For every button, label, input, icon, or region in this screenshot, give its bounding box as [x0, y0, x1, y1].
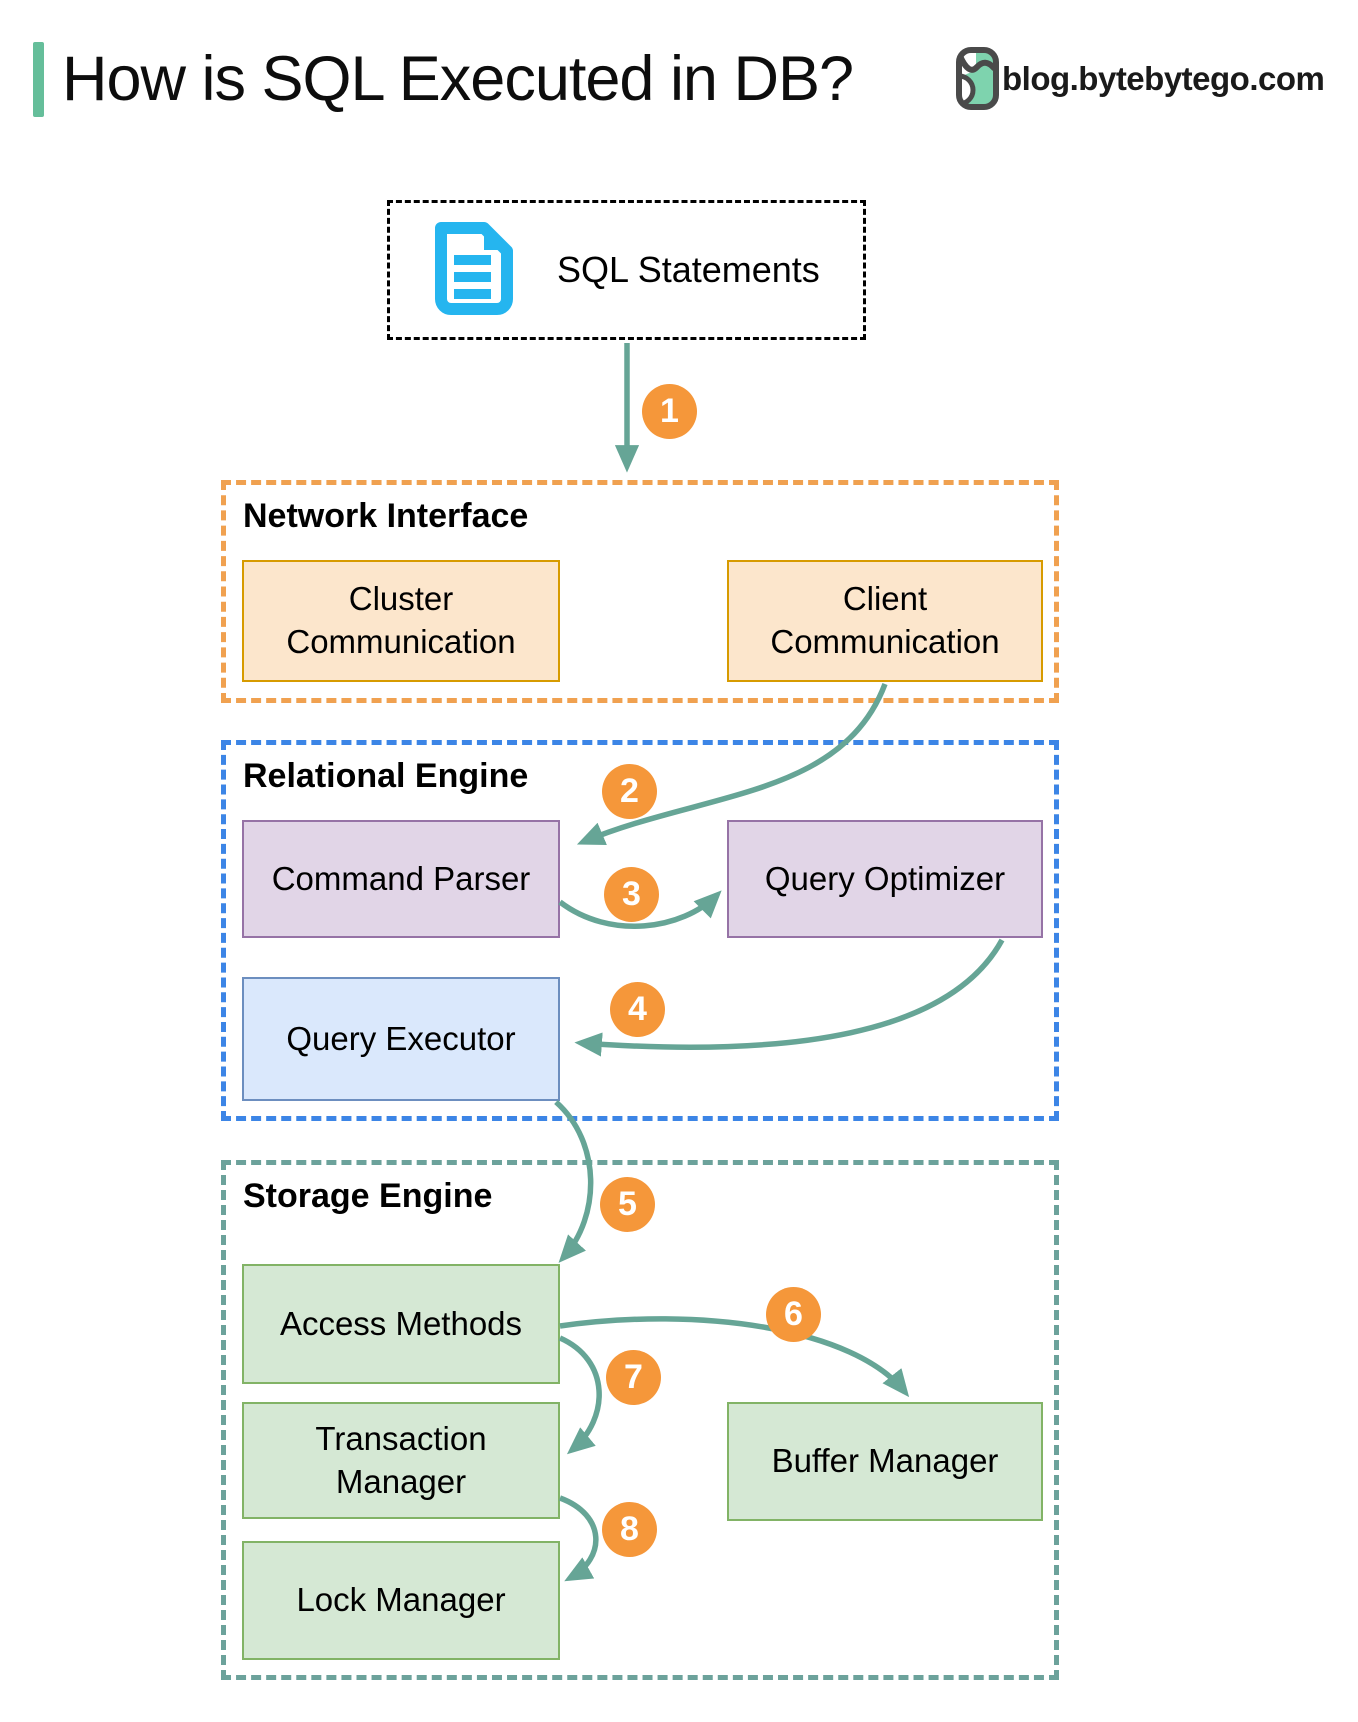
- node-label: Cluster Communication: [286, 580, 516, 660]
- step-badge-3: 3: [604, 867, 659, 922]
- section-label-network-interface: Network Interface: [243, 497, 529, 535]
- section-label-relational-engine: Relational Engine: [243, 757, 529, 795]
- node-label: Transaction Manager: [315, 1419, 487, 1500]
- node-label: Buffer Manager: [771, 1442, 999, 1480]
- brand: [956, 47, 999, 110]
- bytebytego-logo-icon: [956, 47, 999, 110]
- node-label: Query Optimizer: [764, 859, 1006, 897]
- step-badge-2: 2: [602, 764, 657, 819]
- document-icon: [424, 219, 521, 321]
- node-client-communication: Client Communication: [727, 560, 1043, 682]
- node-label: Command Parser: [271, 859, 531, 897]
- step-badge-5: 5: [600, 1177, 655, 1232]
- step-badge-1: 1: [642, 384, 697, 439]
- node-query-executor: Query Executor: [242, 977, 560, 1101]
- node-label: Query Executor: [286, 1019, 516, 1057]
- sql-statements-box: SQL Statements: [387, 200, 866, 340]
- step-badge-6: 6: [766, 1287, 821, 1342]
- sql-statements-label: SQL Statements: [557, 249, 820, 290]
- node-query-optimizer: Query Optimizer: [727, 820, 1043, 938]
- node-label: Client Communication: [770, 580, 1000, 660]
- section-storage-engine: Storage Engine: [221, 1160, 1059, 1680]
- node-label: Lock Manager: [296, 1581, 506, 1619]
- step-badge-7: 7: [606, 1350, 661, 1405]
- step-badge-4: 4: [610, 982, 665, 1037]
- node-command-parser: Command Parser: [242, 820, 560, 938]
- page-title: How is SQL Executed in DB?: [62, 44, 854, 114]
- node-label: Access Methods: [279, 1304, 523, 1342]
- step-badge-8: 8: [602, 1502, 657, 1557]
- section-label-storage-engine: Storage Engine: [243, 1177, 493, 1215]
- node-cluster-communication: Cluster Communication: [242, 560, 560, 682]
- node-buffer-manager: Buffer Manager: [727, 1402, 1043, 1521]
- node-lock-manager: Lock Manager: [242, 1541, 560, 1660]
- title-accent-bar: [33, 42, 44, 117]
- brand-site-label: blog.bytebytego.com: [1002, 60, 1325, 97]
- node-transaction-manager: Transaction Manager: [242, 1402, 560, 1519]
- node-access-methods: Access Methods: [242, 1264, 560, 1384]
